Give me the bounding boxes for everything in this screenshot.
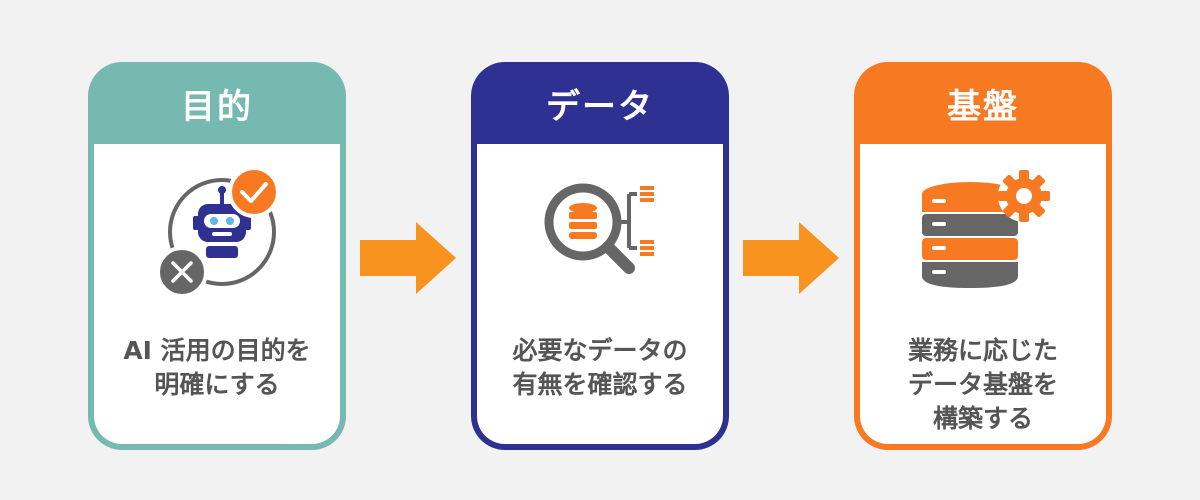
desc-line: 構築する: [932, 404, 1033, 433]
step-body: AI 活用の目的を 明確にする: [94, 144, 340, 444]
step-body: 業務に応じた データ基盤を 構築する: [860, 144, 1106, 444]
step-card-purpose: 目的 AI 活用の目的を 明確に: [88, 62, 346, 450]
step-card-data: データ 必要なデータの 有無を確認する: [471, 62, 729, 450]
step-title: データ: [546, 86, 654, 127]
desc-line: AI 活用の目的を: [123, 336, 311, 365]
desc-line: 有無を確認する: [512, 370, 688, 399]
right-arrow-icon: [360, 222, 456, 294]
desc-line: 業務に応じた: [907, 336, 1058, 365]
desc-line: 明確にする: [154, 370, 280, 399]
step-description: 必要なデータの 有無を確認する: [477, 334, 723, 402]
database-gear-icon: [922, 170, 1050, 288]
step-description: AI 活用の目的を 明確にする: [94, 334, 340, 402]
magnifier-database-icon: [544, 183, 654, 274]
step-card-infra: 基盤: [854, 62, 1112, 450]
robot-check-icon: [156, 166, 280, 298]
right-arrow-icon: [743, 222, 839, 294]
desc-line: データ基盤を: [907, 370, 1058, 399]
step-body: 必要なデータの 有無を確認する: [477, 144, 723, 444]
step-title: 目的: [181, 86, 253, 127]
desc-line: 必要なデータの: [512, 336, 688, 365]
step-description: 業務に応じた データ基盤を 構築する: [860, 334, 1106, 436]
step-title: 基盤: [947, 86, 1019, 127]
